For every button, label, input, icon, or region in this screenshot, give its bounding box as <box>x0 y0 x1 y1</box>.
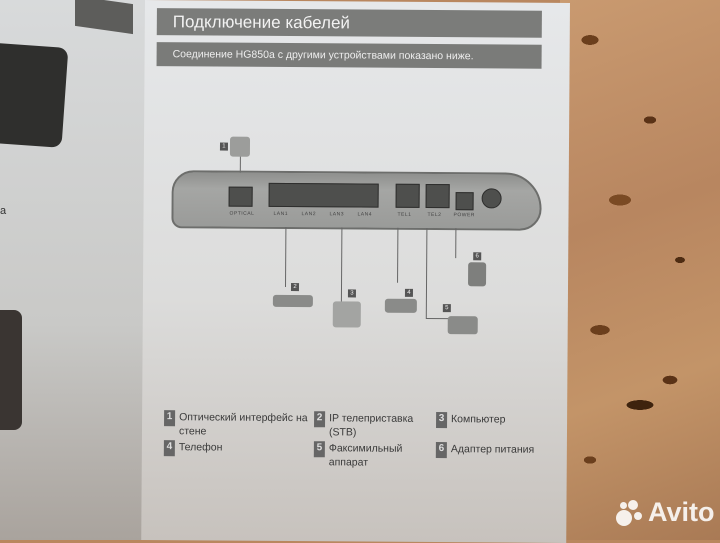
cable-lan4 <box>340 227 343 308</box>
legend-number: 3 <box>436 412 448 429</box>
cable-lan2 <box>284 226 287 287</box>
page-title: Подключение кабелей <box>156 8 542 38</box>
callout-5: 5 <box>442 304 451 313</box>
legend-item-5: 5 Факсимильный аппарат <box>313 441 434 470</box>
computer-icon <box>332 301 361 328</box>
stb-device-icon <box>272 294 313 308</box>
device-image-top <box>0 42 69 148</box>
cable-tel2 <box>425 227 428 318</box>
router-rear-panel: OPTICAL LAN1 LAN2 LAN3 LAN4 TEL1 TEL2 PO… <box>171 170 542 231</box>
avito-watermark: Avito <box>614 497 715 528</box>
legend-item-2: 2 IP телеприставка (STB) <box>314 411 434 440</box>
left-page: а <box>0 0 145 540</box>
legend-item-3: 3 Компьютер <box>436 412 556 429</box>
port-label-lan1: LAN1 <box>273 210 289 218</box>
cable-power <box>455 228 457 259</box>
lan-ports-block <box>268 182 379 208</box>
wall-optical-socket-icon <box>229 136 251 157</box>
tel2-port <box>425 183 450 209</box>
legend-label: Факсимильный аппарат <box>328 442 403 469</box>
legend-number: 2 <box>314 411 326 428</box>
power-button <box>481 188 502 209</box>
fax-icon <box>447 316 478 335</box>
callout-1: 1 <box>219 142 229 151</box>
callout-2: 2 <box>290 283 300 292</box>
connection-diagram: 1 OPTICAL LAN1 LAN2 LAN3 LAN4 TEL1 TEL2 … <box>163 132 554 350</box>
legend-item-6: 6 Адаптер питания <box>435 442 556 459</box>
left-page-text-fragment: а <box>0 205 7 217</box>
legend-label: Компьютер <box>451 413 506 426</box>
legend-number: 6 <box>435 442 447 459</box>
legend-number: 1 <box>164 410 176 427</box>
power-adapter-icon <box>468 262 487 287</box>
legend-label: IP телеприставка (STB) <box>328 412 414 439</box>
callout-3: 3 <box>347 289 356 298</box>
cable-tel1 <box>397 227 399 283</box>
port-label-tel2: TEL2 <box>427 211 442 219</box>
port-label-power: POWER <box>453 212 475 219</box>
legend-label: Телефон <box>178 441 223 454</box>
countertop-background <box>560 0 720 540</box>
telephone-icon <box>384 298 417 313</box>
optical-port <box>228 186 253 207</box>
page-subtitle: Соединение HG850a с другими устройствами… <box>156 42 542 69</box>
device-image-bottom <box>0 310 22 430</box>
left-page-header-tab <box>75 0 133 35</box>
port-label-lan3: LAN3 <box>329 211 345 218</box>
legend-item-1: 1 Оптический интерфейс на стене <box>164 410 314 439</box>
legend-number: 4 <box>163 440 175 457</box>
legend-label: Оптический интерфейс на стене <box>178 411 308 438</box>
tel1-port <box>395 183 420 208</box>
legend: 1 Оптический интерфейс на стене 2 IP тел… <box>163 410 554 469</box>
callout-4: 4 <box>404 288 413 297</box>
avito-watermark-text: Avito <box>648 497 715 527</box>
port-label-lan2: LAN2 <box>301 211 317 218</box>
port-label-optical: OPTICAL <box>229 210 255 217</box>
power-port <box>455 192 474 211</box>
manual-page: Подключение кабелей Соединение HG850a с … <box>141 0 570 543</box>
legend-number: 5 <box>313 441 325 458</box>
legend-label: Адаптер питания <box>450 443 535 456</box>
port-label-lan4: LAN4 <box>357 211 373 218</box>
callout-6: 6 <box>473 252 482 261</box>
port-label-tel1: TEL1 <box>397 211 412 218</box>
legend-item-4: 4 Телефон <box>163 440 314 457</box>
avito-logo-icon <box>614 498 644 528</box>
